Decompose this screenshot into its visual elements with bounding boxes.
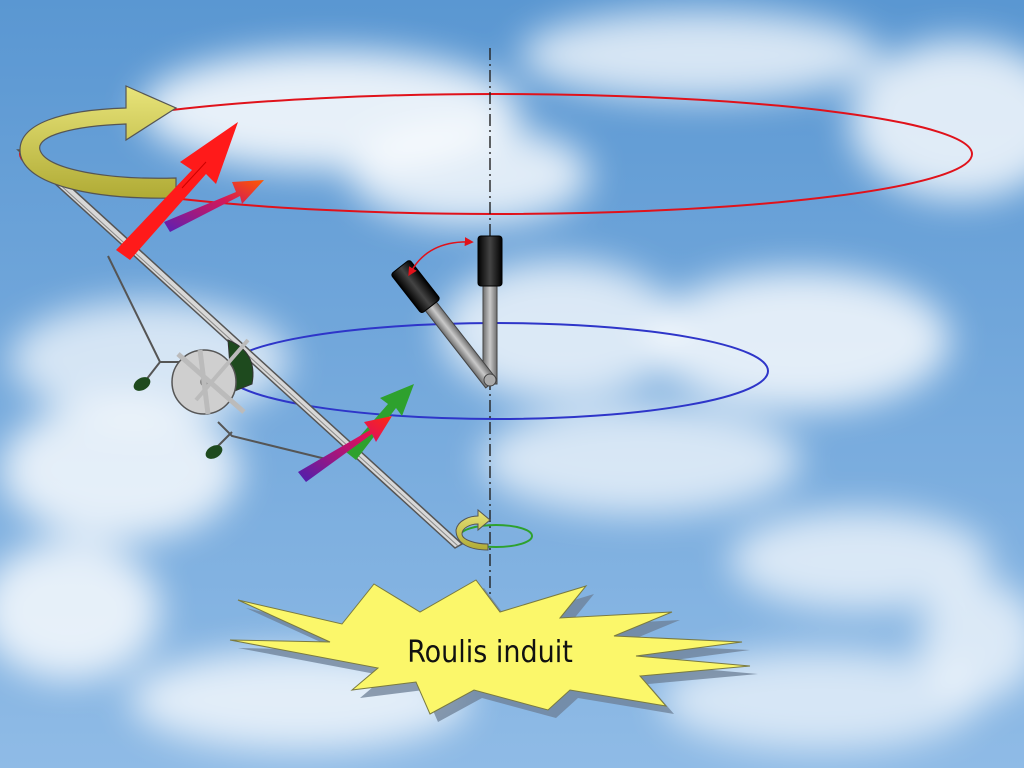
inner-velocity-arrow bbox=[298, 416, 392, 482]
outer-lift-arrow bbox=[116, 122, 238, 260]
control-stick-icon bbox=[391, 235, 503, 389]
curved-rotation-arrow-icon bbox=[19, 85, 178, 199]
tail-rotation-arrow-icon bbox=[455, 508, 491, 551]
starburst bbox=[229, 579, 758, 722]
outer-velocity-arrow bbox=[164, 180, 264, 232]
